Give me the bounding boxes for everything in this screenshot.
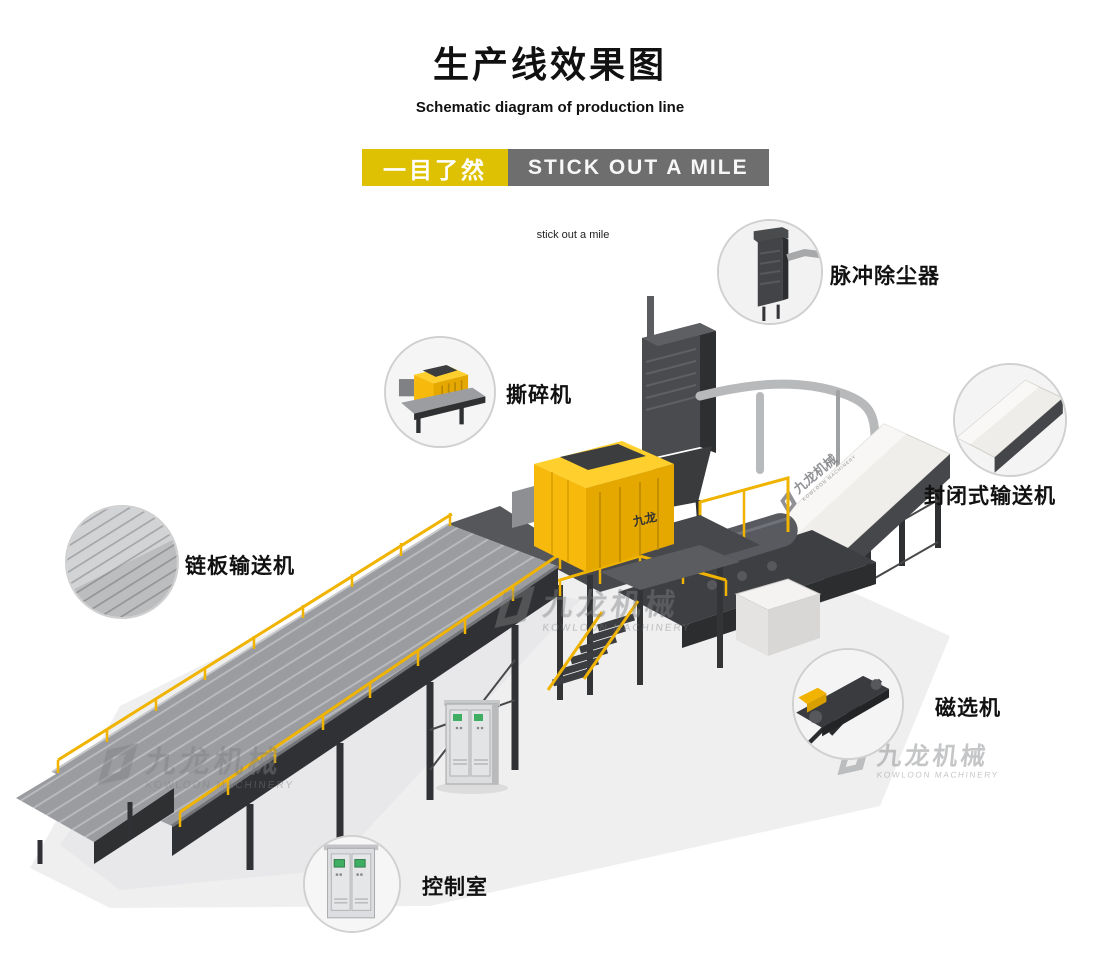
- platform-and-stairs: [518, 515, 760, 700]
- pulse-dust-collector-thumbnail: [717, 219, 823, 325]
- control-room-thumbnail: [303, 835, 401, 933]
- railing-posts: [56, 513, 562, 827]
- banner: 一目了然 STICK OUT A MILE: [362, 149, 769, 186]
- shredder-brand-label: 九龙: [630, 509, 658, 529]
- magnetic-separator-thumbnail: [792, 648, 904, 760]
- page-subtitle: Schematic diagram of production line: [415, 99, 685, 116]
- shredder-thumbnail: [384, 336, 496, 448]
- svg-text:KOWLOON MACHINERY: KOWLOON MACHINERY: [876, 771, 999, 780]
- svg-text:KOWLOON MACHINERY: KOWLOON MACHINERY: [542, 623, 692, 634]
- pipes: [695, 379, 880, 474]
- chain-plate-conveyor-icon: [67, 507, 177, 617]
- white-bin-graphic: [734, 578, 822, 656]
- callout-label-pulse-dust-collector: 脉冲除尘器: [830, 265, 940, 288]
- tagline: stick out a mile: [536, 229, 610, 241]
- control-room-icon: [305, 837, 399, 931]
- chain-conveyor-graphic: [16, 506, 562, 870]
- banner-cn-label: 一目了然: [362, 149, 508, 186]
- chain-plate-conveyor-thumbnail: [65, 505, 179, 619]
- svg-text:九龙机械: 九龙机械: [876, 743, 990, 771]
- svg-text:九龙机械: 九龙机械: [144, 746, 283, 779]
- watermarks: 九龙机械 KOWLOON MACHINERY 九龙机械 KOWLOON MACH…: [97, 586, 999, 791]
- callout-label-control-room: 控制室: [422, 876, 488, 899]
- control-cabinet-graphic: [436, 700, 508, 794]
- shredder-graphic: 九龙: [512, 441, 674, 572]
- callout-label-chain-plate-conveyor: 链板输送机: [185, 555, 295, 578]
- callout-label-shredder: 撕碎机: [506, 384, 572, 407]
- enclosed-conveyor-icon: [955, 365, 1065, 475]
- enclosed-conveyor-thumbnail: [953, 363, 1067, 477]
- svg-text:KOWLOON MACHINERY: KOWLOON MACHINERY: [145, 780, 295, 791]
- callout-label-enclosed-conveyor: 封闭式输送机: [924, 485, 1056, 508]
- svg-text:九龙机械: 九龙机械: [541, 589, 680, 622]
- callout-label-magnetic-separator: 磁选机: [935, 697, 1001, 720]
- page-title: 生产线效果图: [432, 44, 667, 85]
- banner-en-label: STICK OUT A MILE: [508, 149, 769, 186]
- pulse-dust-collector-icon: [719, 221, 821, 323]
- shredder-icon: [386, 338, 494, 446]
- magnetic-separator-icon: [794, 650, 902, 758]
